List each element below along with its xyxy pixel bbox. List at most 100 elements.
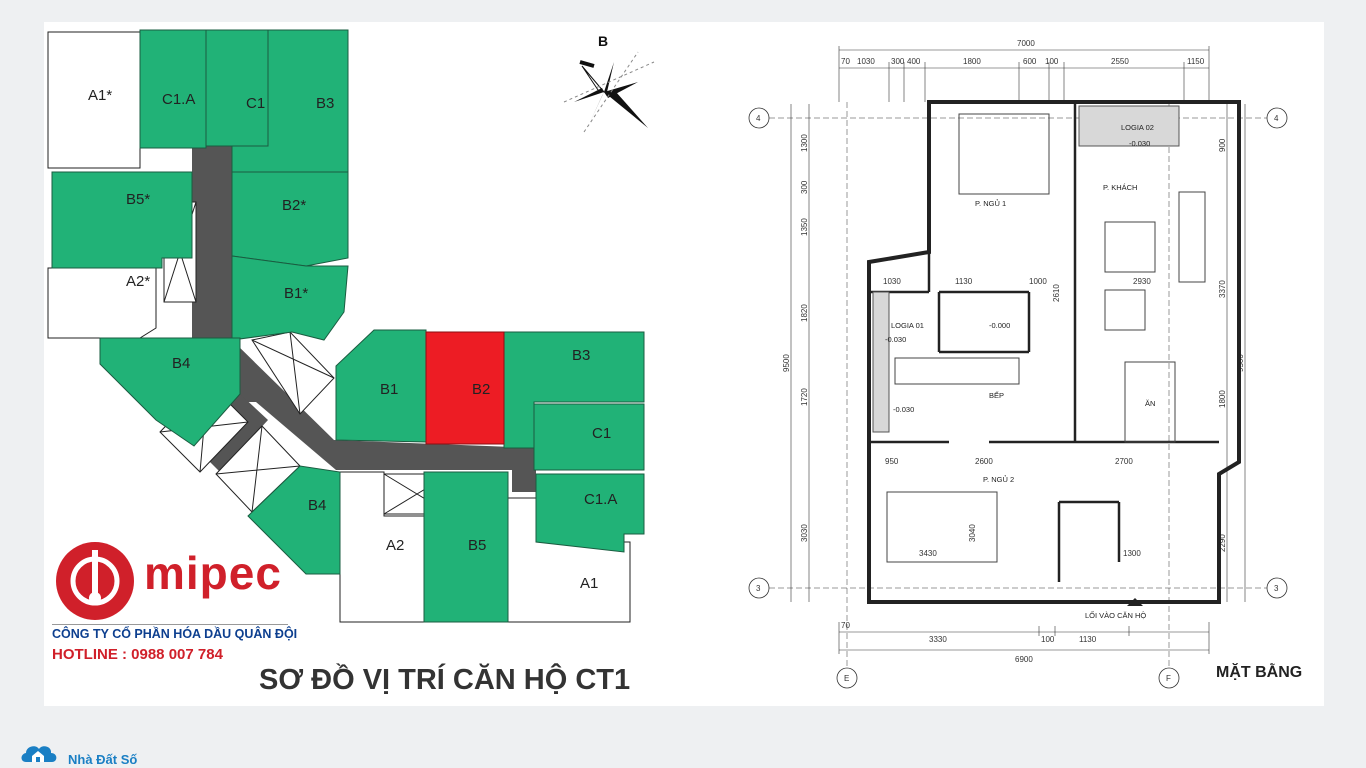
label-b3-right: B3: [572, 347, 590, 364]
stair-core-middle: [251, 331, 335, 415]
level-1: -0.030: [1129, 139, 1150, 148]
watermark: Nhà Đất Số: [18, 738, 188, 767]
dim-bottom-1: 3330: [929, 635, 947, 644]
room-bed1: P. NGỦ 1: [975, 199, 1006, 208]
label-b5-bottom: B5: [468, 537, 486, 554]
kitchen-counter-icon: [894, 357, 1020, 385]
dim-top-3: 400: [907, 57, 921, 66]
right-dimension-lines: [1226, 104, 1246, 602]
label-a2-top: A2*: [126, 273, 150, 290]
label-c1-right: C1: [592, 425, 611, 442]
coffee-table-icon: [1104, 221, 1156, 273]
label-c1-top: C1: [246, 95, 265, 112]
grid-4-left: 4: [756, 114, 761, 123]
corridor: [192, 146, 536, 492]
unit-b3-right: [503, 331, 645, 449]
grid-f: F: [1166, 674, 1171, 683]
entrance-arrow-icon: [1127, 598, 1143, 606]
dim-left-5: 1720: [800, 388, 809, 406]
unit-c1-right: [533, 403, 645, 471]
dim-top-4: 1800: [963, 57, 981, 66]
unit-b2-highlight: [425, 331, 505, 445]
room-bed2: P. NGỦ 2: [983, 475, 1014, 484]
dim-left-1: 1300: [800, 134, 809, 152]
label-b1-top: B1*: [284, 285, 308, 302]
label-b4-upper: B4: [172, 355, 190, 372]
dim-right-3: 1800: [1218, 390, 1227, 408]
hotline: HOTLINE : 0988 007 784: [52, 646, 223, 663]
mipec-logo-icon: [56, 542, 134, 620]
top-dimension-lines: [838, 46, 1210, 102]
grid-3-right: 3: [1274, 584, 1279, 593]
label-b2: B2*: [282, 197, 306, 214]
label-b3-top: B3: [316, 95, 334, 112]
room-entrance: LỐI VÀO CĂN HỘ: [1085, 610, 1146, 620]
dim-bottom-4: 70: [841, 621, 850, 630]
dim-mid-7: 2700: [1115, 457, 1133, 466]
dim-mid-3: 1000: [1029, 277, 1047, 286]
dining-table-icon: [1124, 361, 1176, 443]
room-living: P. KHÁCH: [1103, 183, 1137, 192]
watermark-text: Nhà Đất Số: [68, 752, 138, 767]
dim-right-5: 2610: [1052, 284, 1061, 302]
brand-block: mipec CÔNG TY CỔ PHẦN HÓA DẦU QUÂN ĐỘI H…: [52, 540, 297, 670]
dim-top-total: 7000: [1017, 39, 1035, 48]
logo-wordmark: mipec: [144, 547, 282, 599]
unit-b5-top: [51, 171, 193, 269]
outer-walls: [867, 100, 1241, 604]
drawing-board: A1* C1.A C1 B3 B5* B2* A2* B1* B4 B4 B1 …: [44, 22, 1324, 706]
room-logia-02: LOGIA 02: [1121, 123, 1154, 132]
grid-4-right: 4: [1274, 114, 1279, 123]
level-4: -0.000: [989, 321, 1010, 330]
dim-left-total: 9500: [782, 354, 791, 372]
dim-mid-9: 1300: [1123, 549, 1141, 558]
label-c1a-top: C1.A: [162, 91, 195, 108]
bed-2-icon: [886, 491, 998, 563]
dim-mid-8: 3430: [919, 549, 937, 558]
dim-left-3: 1350: [800, 218, 809, 236]
label-c1a-right: C1.A: [584, 491, 617, 508]
interior-walls: [869, 102, 1219, 582]
level-3: -0.030: [893, 405, 914, 414]
room-kitchen: BẾP: [989, 390, 1004, 400]
level-2: -0.030: [885, 335, 906, 344]
room-dining: ĂN: [1145, 399, 1155, 408]
unit-b1-top: [231, 255, 349, 341]
dim-mid-6: 2600: [975, 457, 993, 466]
left-dimension-lines: [790, 104, 810, 602]
stair-core-lower: [215, 425, 301, 513]
dim-mid-2: 1130: [955, 277, 973, 286]
bed-1-icon: [958, 113, 1050, 195]
unit-b2: [231, 171, 349, 267]
cloud-house-icon: [21, 746, 57, 762]
dim-right-2: 3370: [1218, 280, 1227, 298]
dim-left-6: 3030: [800, 524, 809, 542]
logia-01-area: [872, 291, 890, 433]
grid-3-left: 3: [756, 584, 761, 593]
site-plan-title: SƠ ĐỒ VỊ TRÍ CĂN HỘ CT1: [259, 664, 631, 696]
unit-c1-top: [205, 29, 269, 147]
unit-c1a-right: [535, 473, 645, 553]
label-a1-bottom: A1: [580, 575, 598, 592]
grid-e: E: [844, 674, 849, 683]
unit-b4-lower: [247, 465, 341, 575]
dim-top-8: 1150: [1187, 57, 1205, 66]
sofa-icon: [1178, 191, 1206, 283]
compass-label: B: [598, 33, 608, 49]
unit-c1a-top: [139, 29, 207, 149]
floor-plan: 7000 70 1030 300 400 1800 600 100 2550 1…: [748, 39, 1288, 689]
dim-mid-1: 1030: [883, 277, 901, 286]
compass-icon: [563, 51, 655, 133]
grid-lines: [769, 102, 1267, 668]
dim-top-5: 600: [1023, 57, 1037, 66]
label-b5-top: B5*: [126, 191, 150, 208]
label-a1-top: A1*: [88, 87, 112, 104]
dim-bottom-total: 6900: [1015, 655, 1033, 664]
dim-top-7: 2550: [1111, 57, 1129, 66]
room-logia-01: LOGIA 01: [891, 321, 924, 330]
unit-a1-top: [47, 31, 141, 169]
dim-right-4: 2290: [1218, 534, 1227, 552]
dim-top-1: 1030: [857, 57, 875, 66]
dim-mid-4: 2930: [1133, 277, 1151, 286]
label-b2-highlight: B2: [472, 381, 490, 398]
